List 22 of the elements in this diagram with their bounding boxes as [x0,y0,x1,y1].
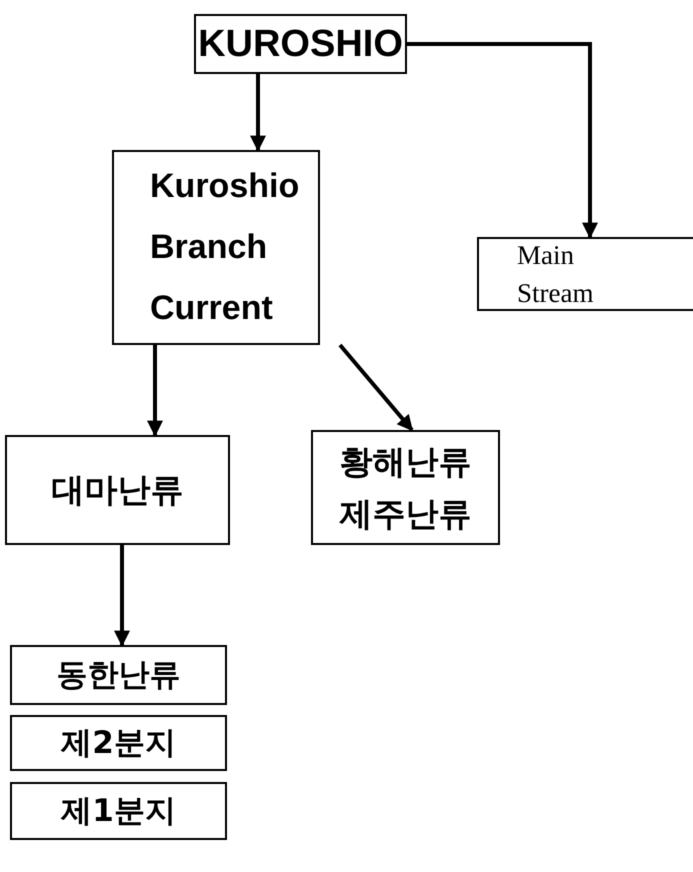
arrow [407,42,598,239]
node-label: 제1분지 [60,792,177,831]
arrow [147,345,163,437]
process-box [477,237,693,311]
node-label: 제2분지 [60,724,177,763]
node-label: 제주난류 [338,492,472,534]
node-label: KUROSHIO [197,22,404,67]
process-box [5,435,230,545]
node-label: 대마난류 [50,469,184,511]
process-box [10,645,227,705]
arrow [114,545,130,647]
node-label: 동한난류 [56,656,182,695]
process-box [194,14,407,74]
arrow [338,344,414,432]
process-box [311,430,500,545]
node-label: Kuroshio Branch Current [150,166,300,329]
arrow [250,74,266,152]
process-box [10,715,227,771]
process-box [10,782,227,840]
node-label: Main Stream [517,239,594,310]
process-box [112,150,320,345]
node-label: 황해난류 [338,440,472,482]
